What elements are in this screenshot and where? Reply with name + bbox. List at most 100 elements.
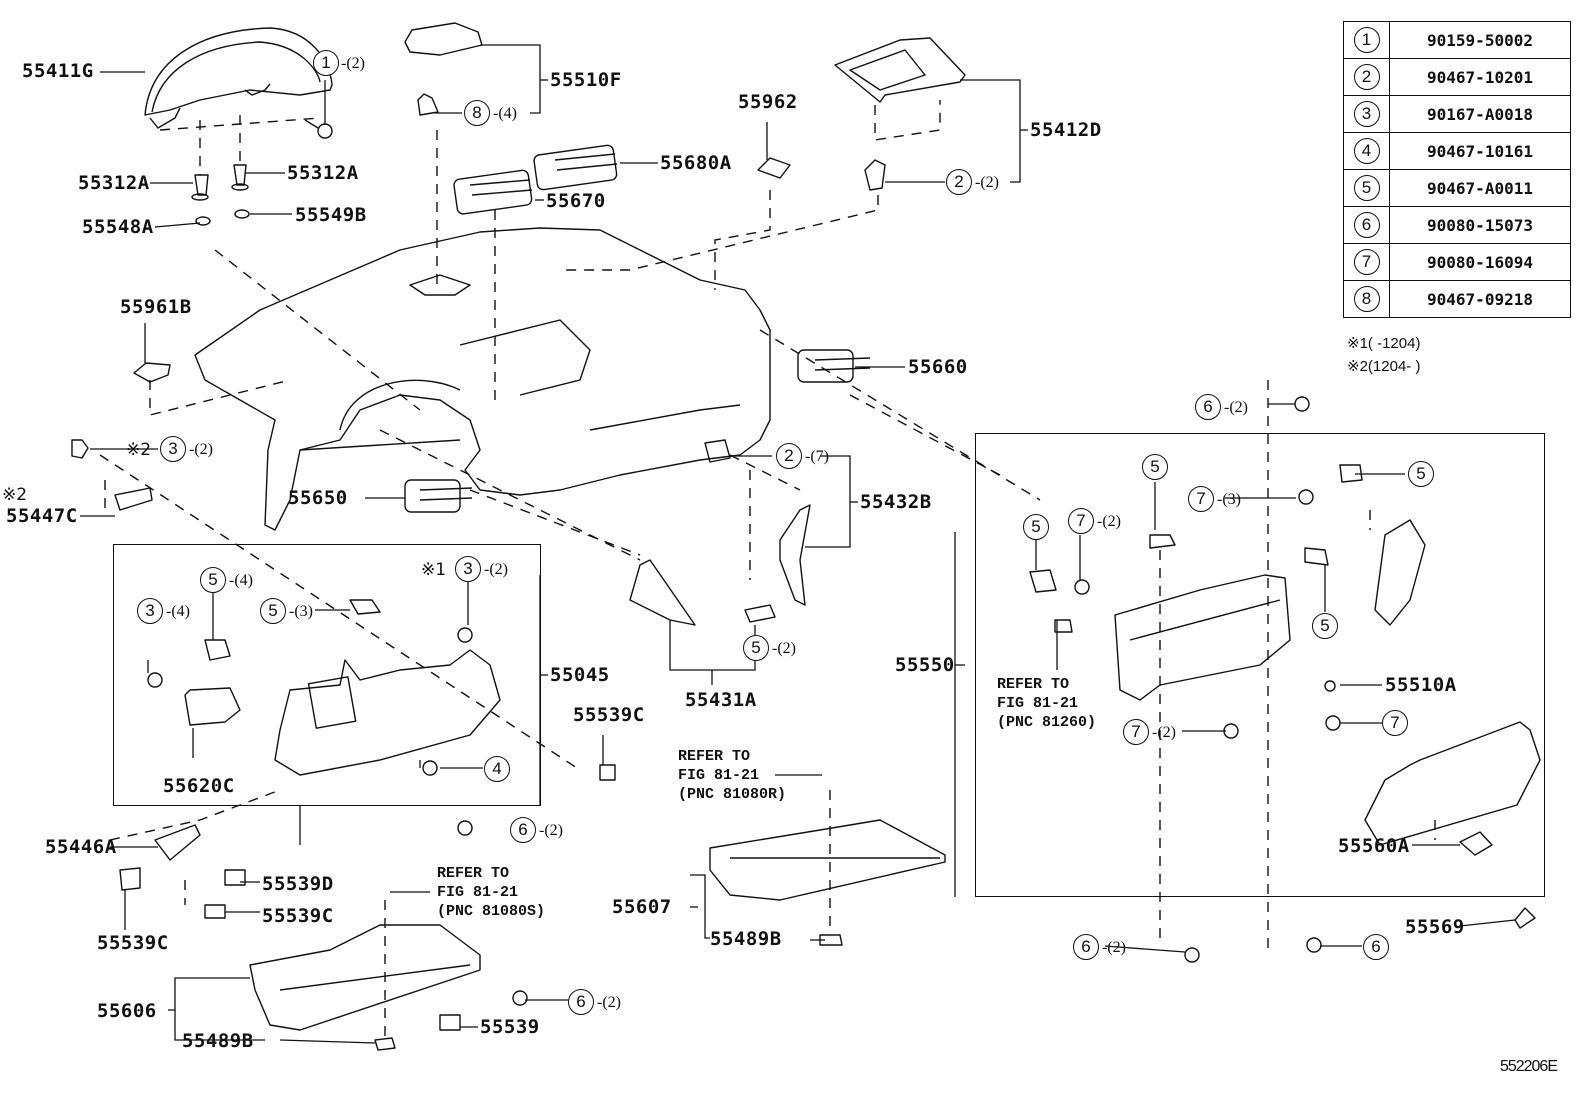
fastener-ref-circle: 8	[1353, 286, 1380, 312]
callout-circle[interactable]: 6	[1073, 934, 1099, 960]
callout-circle[interactable]: 6	[568, 989, 594, 1015]
fastener-part-number[interactable]: 90467-10161	[1389, 132, 1571, 170]
callout-circle[interactable]: 8	[464, 100, 490, 126]
part-label-55962[interactable]: 55962	[738, 91, 798, 113]
part-label-55550[interactable]: 55550	[895, 654, 955, 676]
footnote-1: ※1( -1204)	[1347, 335, 1421, 352]
part-label-55411G[interactable]: 55411G	[22, 60, 94, 82]
fastener-ref-circle: 4	[1353, 138, 1380, 164]
fastener-part-number[interactable]: 90080-15073	[1389, 206, 1571, 244]
callout-circle[interactable]: 2	[776, 443, 802, 469]
assembly-box-55550	[975, 433, 1545, 897]
fastener-part-number[interactable]: 90159-50002	[1389, 21, 1571, 59]
fastener-ref-cell: 2	[1343, 58, 1390, 96]
callout-circle[interactable]: 5	[200, 567, 226, 593]
callout-circle[interactable]: 1	[313, 50, 339, 76]
callout-circle[interactable]: 3	[137, 598, 163, 624]
part-label-55607[interactable]: 55607	[612, 896, 672, 918]
part-label-55606[interactable]: 55606	[97, 1000, 157, 1022]
callout-circle[interactable]: 7	[1188, 486, 1214, 512]
part-label-55312A[interactable]: 55312A	[78, 172, 150, 194]
callout-circle[interactable]: 5	[1312, 613, 1338, 639]
part-label-55539C[interactable]: 55539C	[262, 905, 334, 927]
glovebox-frame-part	[1029, 464, 1426, 701]
callout-circle[interactable]: 5	[260, 598, 286, 624]
meter-hood-part	[144, 27, 333, 129]
callout-circle[interactable]: 7	[1068, 508, 1094, 534]
fastener-part-number[interactable]: 90167-A0018	[1389, 95, 1571, 133]
part-label-55539[interactable]: 55539	[480, 1016, 540, 1038]
part-label-55660[interactable]: 55660	[908, 356, 968, 378]
upper-glovebox-panel-part	[834, 37, 966, 191]
part-label-55680A[interactable]: 55680A	[660, 152, 732, 174]
part-label-55548A[interactable]: 55548A	[82, 216, 154, 238]
callout-qty: -(2)	[1102, 939, 1126, 956]
part-label-55560A[interactable]: 55560A	[1338, 835, 1410, 857]
fastener-part-number[interactable]: 90467-10201	[1389, 58, 1571, 96]
callout-circle[interactable]: 2	[946, 169, 972, 195]
fastener-part-number[interactable]: 90467-A0011	[1389, 169, 1571, 207]
callout-circle[interactable]: 5	[1408, 461, 1434, 487]
meter-hood-fasteners	[191, 119, 333, 226]
fastener-ref-cell: 8	[1343, 280, 1390, 318]
figure-code: 552206E	[1499, 1058, 1558, 1075]
callout-circle[interactable]: 7	[1382, 710, 1408, 736]
refer-note-81080S[interactable]: REFER TO FIG 81-21 (PNC 81080S)	[437, 865, 546, 920]
callout-qty: -(2)	[975, 174, 999, 191]
callout-circle[interactable]: 3	[455, 556, 481, 582]
part-label-55489B[interactable]: 55489B	[710, 928, 782, 950]
part-label-55569[interactable]: 55569	[1405, 916, 1465, 938]
screw-glyphs	[457, 396, 1341, 1006]
part-label-55539C[interactable]: 55539C	[573, 704, 645, 726]
part-label-55431A[interactable]: 55431A	[685, 689, 757, 711]
fastener-ref-circle: 7	[1353, 249, 1380, 275]
callout-qty: -(2)	[772, 640, 796, 657]
callout-circle[interactable]: 6	[510, 817, 536, 843]
lower-center-panel-part	[147, 599, 501, 776]
part-label-55510F[interactable]: 55510F	[550, 69, 622, 91]
callout-qty: -(2)	[189, 441, 213, 458]
part-label-55412D[interactable]: 55412D	[1030, 119, 1102, 141]
callout-circle[interactable]: 5	[743, 635, 769, 661]
part-label-55432B[interactable]: 55432B	[860, 491, 932, 513]
part-label-55539C[interactable]: 55539C	[97, 932, 169, 954]
callout-qty: -(3)	[289, 603, 313, 620]
fastener-row: 4 90467-10161	[1343, 132, 1571, 170]
fastener-ref-circle: 2	[1353, 64, 1380, 90]
callout-circle[interactable]: 3	[160, 436, 186, 462]
part-label-55312A[interactable]: 55312A	[287, 162, 359, 184]
callout-circle[interactable]: 4	[484, 756, 510, 782]
fastener-part-number[interactable]: 90080-16094	[1389, 243, 1571, 281]
part-label-55447C[interactable]: 55447C	[6, 505, 78, 527]
callout-qty: -(4)	[229, 572, 253, 589]
part-label-55650[interactable]: 55650	[288, 487, 348, 509]
part-label-55961B[interactable]: 55961B	[120, 296, 192, 318]
part-label-55539D[interactable]: 55539D	[262, 873, 334, 895]
fastener-ref-cell: 7	[1343, 243, 1390, 281]
footnote-2: ※2(1204- )	[1347, 358, 1421, 375]
side-knee-panels	[629, 439, 811, 626]
part-label-55549B[interactable]: 55549B	[295, 204, 367, 226]
callout-circle[interactable]: 5	[1142, 454, 1168, 480]
part-label-55446A[interactable]: 55446A	[45, 836, 117, 858]
callout-qty: -(2)	[1152, 724, 1176, 741]
refer-note-81080R[interactable]: REFER TO FIG 81-21 (PNC 81080R)	[678, 748, 787, 803]
fastener-ref-cell: 3	[1343, 95, 1390, 133]
fastener-ref-cell: 5	[1343, 169, 1390, 207]
part-label-55045[interactable]: 55045	[550, 664, 610, 686]
callout-circle[interactable]: 6	[1195, 394, 1221, 420]
part-label-55670[interactable]: 55670	[546, 190, 606, 212]
instrument-panel-main-part	[194, 227, 771, 531]
callout-circle[interactable]: 5	[1023, 514, 1049, 540]
refer-note-81260[interactable]: REFER TO FIG 81-21 (PNC 81260)	[997, 676, 1097, 731]
part-label-55489B[interactable]: 55489B	[182, 1030, 254, 1052]
fastener-row: 2 90467-10201	[1343, 58, 1571, 96]
fastener-row: 7 90080-16094	[1343, 243, 1571, 281]
fastener-part-number[interactable]: 90467-09218	[1389, 280, 1571, 318]
part-label-55510A[interactable]: 55510A	[1385, 674, 1457, 696]
part-label-55620C[interactable]: 55620C	[163, 775, 235, 797]
callout-circle[interactable]: 7	[1123, 719, 1149, 745]
callout-qty: -(2)	[597, 994, 621, 1011]
callout-circle[interactable]: 6	[1363, 934, 1389, 960]
